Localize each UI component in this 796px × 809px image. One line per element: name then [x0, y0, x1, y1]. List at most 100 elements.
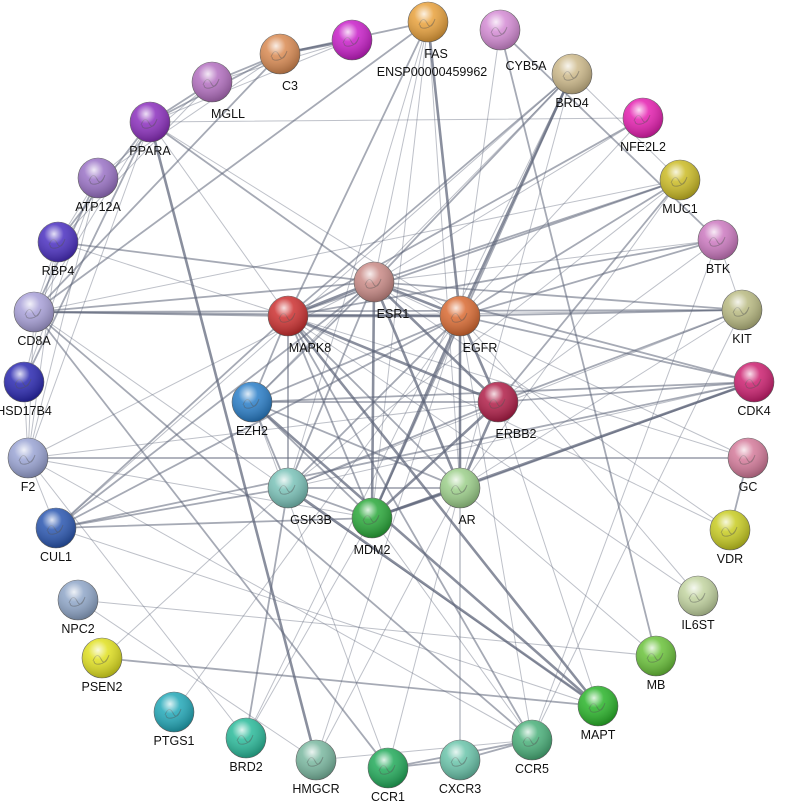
- edge-npc2-mb: [77, 599, 657, 657]
- node-label: ATP12A: [75, 200, 121, 214]
- edge-egfr-cul1: [55, 315, 461, 529]
- node-mapk8[interactable]: MAPK8: [267, 295, 331, 355]
- node-f2[interactable]: F2: [7, 437, 49, 494]
- node-mb[interactable]: MB: [635, 635, 677, 692]
- edge-muc1-erbb2: [497, 179, 681, 403]
- node-ptgs1[interactable]: PTGS1: [154, 691, 195, 748]
- edge-kit-erbb2: [497, 309, 743, 403]
- edge-f2-ccr5: [27, 457, 533, 741]
- node-hmgcr[interactable]: HMGCR: [292, 739, 340, 796]
- edge-cdk4-gsk3b: [287, 381, 755, 489]
- node-highlight: [268, 296, 308, 336]
- node-highlight: [226, 718, 266, 758]
- node-cxcr3[interactable]: CXCR3: [439, 739, 481, 796]
- node-erbb2[interactable]: ERBB2: [477, 381, 537, 441]
- node-ensp[interactable]: ENSP00000459962: [331, 19, 487, 79]
- node-highlight: [296, 740, 336, 780]
- edge-ar-ccr1: [387, 487, 461, 769]
- node-kit[interactable]: KIT: [721, 289, 763, 346]
- edge-nfe2l2-esr1: [373, 117, 644, 283]
- edge-cdk4-ar: [459, 381, 755, 489]
- edge-gsk3b-brd2: [245, 487, 289, 739]
- edge-vdr-mapk8: [287, 315, 731, 531]
- node-cd8a[interactable]: CD8A: [13, 291, 55, 348]
- node-nfe2l2[interactable]: NFE2L2: [620, 97, 666, 154]
- edge-fas-egfr: [426, 20, 462, 318]
- edge-cdk4-erbb2: [497, 381, 755, 403]
- edge-mapk8-mapt: [286, 314, 600, 708]
- node-rbp4[interactable]: RBP4: [37, 221, 79, 278]
- node-muc1[interactable]: MUC1: [659, 159, 701, 216]
- node-egfr[interactable]: EGFR: [439, 295, 497, 355]
- edge-muc1-cd8a: [33, 179, 681, 313]
- node-cul1[interactable]: CUL1: [35, 507, 77, 564]
- edge-ensp-ppara: [149, 39, 353, 123]
- node-mdm2[interactable]: MDM2: [351, 497, 393, 557]
- edge-f2-brd2: [27, 457, 247, 739]
- node-c3[interactable]: C3: [259, 33, 301, 93]
- edge-btk-esr1: [373, 239, 719, 283]
- node-ar[interactable]: AR: [439, 467, 481, 527]
- node-label: CD8A: [17, 334, 51, 348]
- node-highlight: [58, 580, 98, 620]
- node-highlight: [130, 102, 170, 142]
- edge-esr1-cd8a: [33, 281, 375, 313]
- edge-brd4-esr1: [373, 73, 573, 283]
- edge-ar-hmgcr: [315, 487, 461, 761]
- node-npc2[interactable]: NPC2: [57, 579, 99, 636]
- node-mapt[interactable]: MAPT: [577, 685, 619, 742]
- node-highlight: [78, 158, 118, 198]
- node-ccr1[interactable]: CCR1: [367, 747, 409, 804]
- edge-muc1-egfr: [459, 179, 681, 317]
- node-fas[interactable]: FAS: [407, 1, 449, 61]
- edge-mdm2-cul1: [55, 517, 373, 529]
- edge-cyb5a-btk: [499, 29, 719, 241]
- node-gsk3b[interactable]: GSK3B: [267, 467, 332, 527]
- node-ezh2[interactable]: EZH2: [231, 381, 273, 438]
- node-il6st[interactable]: IL6ST: [677, 575, 719, 632]
- node-label: MAPT: [581, 728, 616, 742]
- node-highlight: [232, 382, 272, 422]
- node-hsd17b4[interactable]: HSD17B4: [0, 361, 52, 418]
- node-label: IL6ST: [681, 618, 715, 632]
- node-btk[interactable]: BTK: [697, 219, 739, 276]
- edge-egfr-ptgs1: [173, 315, 461, 713]
- node-label: AR: [458, 513, 475, 527]
- node-mgll[interactable]: MGLL: [191, 61, 245, 121]
- node-gc[interactable]: GC: [727, 437, 769, 494]
- node-label: BTK: [706, 262, 731, 276]
- edge-ppara-cd8a: [33, 121, 151, 313]
- node-esr1[interactable]: ESR1: [353, 261, 409, 321]
- node-vdr[interactable]: VDR: [709, 509, 751, 566]
- node-label: NPC2: [61, 622, 94, 636]
- edge-layer: [23, 20, 756, 769]
- edge-kit-cd8a: [33, 309, 743, 313]
- node-highlight: [623, 98, 663, 138]
- edge-btk-egfr: [459, 239, 719, 317]
- edge-c3-atp12a: [97, 53, 281, 179]
- node-highlight: [728, 438, 768, 478]
- node-label: CUL1: [40, 550, 72, 564]
- node-ppara[interactable]: PPARA: [129, 101, 171, 158]
- edge-rbp4-esr1: [57, 241, 375, 283]
- node-label: PPARA: [129, 144, 171, 158]
- node-cyb5a[interactable]: CYB5A: [479, 9, 547, 73]
- edge-mapk8-erbb2: [286, 314, 500, 404]
- node-highlight: [368, 748, 408, 788]
- node-highlight: [154, 692, 194, 732]
- node-brd4[interactable]: BRD4: [551, 53, 593, 110]
- edge-esr1-erbb2: [372, 280, 500, 404]
- edge-atp12a-hsd17b4: [23, 177, 99, 383]
- edge-nfe2l2-egfr: [459, 117, 644, 317]
- node-highlight: [332, 20, 372, 60]
- node-label: PTGS1: [154, 734, 195, 748]
- node-brd2[interactable]: BRD2: [225, 717, 267, 774]
- node-psen2[interactable]: PSEN2: [82, 637, 123, 694]
- node-ccr5[interactable]: CCR5: [511, 719, 553, 776]
- node-atp12a[interactable]: ATP12A: [75, 157, 121, 214]
- node-cdk4[interactable]: CDK4: [733, 361, 775, 418]
- node-label: FAS: [424, 47, 448, 61]
- node-label: CXCR3: [439, 782, 481, 796]
